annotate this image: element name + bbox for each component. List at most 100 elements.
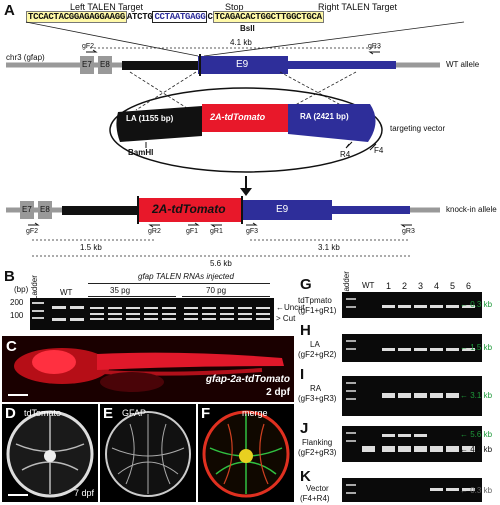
wt-exon8 <box>98 56 112 74</box>
gr1-label-ki: gR1 <box>210 228 223 235</box>
gk-lane-4: 4 <box>434 281 440 291</box>
wt-left-arm-region <box>122 61 200 70</box>
gk-wt-label: WT <box>362 281 375 290</box>
j-band2-label: ← 4.1 kb <box>460 445 493 454</box>
gk-lane-1: 1 <box>386 281 392 291</box>
vector-cassette <box>202 104 288 132</box>
gr3-label-ki: gR3 <box>402 228 415 235</box>
left-target-seq: TCCACTACGGAGAGGAAGG <box>26 11 127 23</box>
gf1-label-ki: gF1 <box>186 228 199 235</box>
vector-left-arm <box>116 106 202 142</box>
e9-label-ki: E9 <box>276 204 289 215</box>
spacer-seq-1: ATCTG <box>126 12 153 22</box>
d-scalebar <box>8 494 28 496</box>
r4-arrow <box>345 141 353 149</box>
dist-total-label: 5.6 kb <box>210 259 232 268</box>
gf1-arrow-ki <box>188 222 200 226</box>
panel-a-label: A <box>4 2 15 19</box>
wt-allele-label: WT allele <box>446 60 480 69</box>
bsii-label: BsII <box>240 24 255 33</box>
cassette-label-vector: 2A-tdTomato <box>210 112 266 122</box>
zoom-line-left <box>25 21 199 57</box>
cassette-label-ki: 2A-tdTomato <box>152 202 226 216</box>
b-dose2-bar <box>182 296 270 297</box>
gr3-label-wt: gR3 <box>368 43 381 50</box>
d-micrograph <box>6 410 94 498</box>
i-band-text: 3.1 kb <box>470 391 493 400</box>
b-dose2-label: 70 pg <box>206 286 227 295</box>
d-age: 7 dpf <box>73 488 94 498</box>
right-target-seq: TCAGACACTGGCTTGGCTGCA <box>212 11 324 23</box>
b-wt-band-4 <box>70 318 84 321</box>
ki-cassette <box>138 198 242 222</box>
panel-h-label: H <box>300 322 311 339</box>
gf2-label-ki: gF2 <box>26 228 39 235</box>
g-gel <box>342 292 482 318</box>
f4-arrow <box>369 143 377 151</box>
b-dose1-bar <box>88 296 176 297</box>
h-name-1: LA <box>310 340 320 349</box>
crossover-line-2 <box>135 71 197 111</box>
panel-f-image: F merge <box>198 404 294 502</box>
gr2-label-ki: gR2 <box>148 228 161 235</box>
c-caption-1: gfap-2a-tdTomato <box>205 374 290 385</box>
b-ladder-band-1 <box>32 302 44 304</box>
f4-label: F4 <box>374 146 384 155</box>
b-wt-band-3 <box>52 318 66 321</box>
k-name-2: (F4+R4) <box>300 494 330 503</box>
gr2-arrow-ki <box>148 224 160 228</box>
f-title: merge <box>242 408 268 418</box>
spacer-seq-2: C <box>207 12 213 22</box>
gk-lane-3: 3 <box>418 281 424 291</box>
b-uncut-text: Uncut <box>284 303 305 312</box>
b-wt-label: WT <box>60 288 73 297</box>
left-talen-target-label: Left TALEN Target <box>70 2 144 12</box>
gf2-arrow-wt <box>86 49 98 53</box>
h-name-2: (gF2+gR2) <box>298 350 337 359</box>
b-cut-text: Cut <box>282 314 296 323</box>
e8-label-ki: E8 <box>40 205 50 214</box>
k-band-label: ← 0.3 kb <box>460 486 493 495</box>
gr3-arrow-wt <box>368 51 380 55</box>
crossover-line-4 <box>285 71 357 111</box>
h-band-text: 1.5 kb <box>470 343 493 352</box>
gk-lane-5: 5 <box>450 281 456 291</box>
g-name-1: tdTpmato <box>298 296 332 305</box>
wt-distance-label: 4.1 kb <box>230 38 252 47</box>
b-tick-100: 100 <box>10 311 24 320</box>
k-band-text: 0.3 kb <box>470 486 493 495</box>
e8-label-wt: E8 <box>100 60 110 69</box>
b-uncut-label: ←Uncut <box>276 303 305 312</box>
wt-utr <box>288 61 396 69</box>
b-ladder-band-2 <box>32 310 44 312</box>
stop-label: Stop <box>225 2 244 12</box>
j-gel <box>342 426 482 462</box>
d-title: tdTomato <box>24 408 62 418</box>
j-band2-text: 4.1 kb <box>470 445 493 454</box>
b-tick-200: 200 <box>10 298 24 307</box>
g-band-label: ← 0.3 kb <box>460 300 493 309</box>
b-group-title: gfap TALEN RNAs injected <box>138 272 234 281</box>
ki-exon7 <box>20 201 34 219</box>
ki-left-arm <box>62 206 140 215</box>
e-title: GFAP <box>122 408 147 418</box>
crossover-line-1 <box>129 71 191 111</box>
b-injected-bands <box>90 307 270 320</box>
i-band-label: ← 3.1 kb <box>460 391 493 400</box>
targeting-vector-label: targeting vector <box>390 124 446 133</box>
b-ladder-label: Ladder <box>30 275 39 300</box>
c-caption-2: 2 dpf <box>266 387 290 398</box>
panel-i-label: I <box>300 366 305 383</box>
dist-right-label: 3.1 kb <box>318 243 340 252</box>
ki-exon9 <box>242 200 332 220</box>
panel-e-image: E GFAP <box>100 404 196 502</box>
stop-seq: CCTAATGAGG <box>152 11 208 23</box>
i-gel <box>342 376 482 416</box>
b-gel <box>30 298 274 330</box>
j-band1-label: ← 5.6 kb <box>460 430 493 439</box>
e9-label-wt: E9 <box>236 59 249 70</box>
panel-c-label: C <box>6 338 17 355</box>
la-label: LA (1155 bp) <box>126 114 174 123</box>
j-name-1: Flanking <box>302 438 333 447</box>
vector-right-arm <box>288 104 376 142</box>
